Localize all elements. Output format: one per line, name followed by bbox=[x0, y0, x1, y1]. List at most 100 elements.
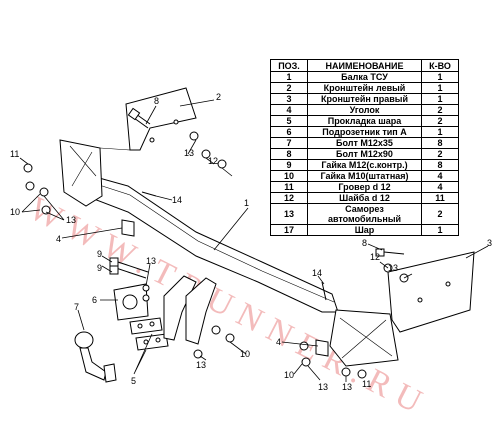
part-quantity: 1 bbox=[421, 82, 459, 94]
callout-11a: 11 bbox=[10, 149, 19, 159]
part-position: 13 bbox=[270, 203, 308, 225]
part-name: Уголок bbox=[307, 104, 422, 116]
part-quantity: 4 bbox=[421, 181, 459, 193]
part-name: Подрозетник тип А bbox=[307, 126, 422, 138]
part-name: Шайба d 12 bbox=[307, 192, 422, 204]
callout-7: 7 bbox=[74, 302, 79, 312]
parts-table-header-row: ПОЗ. НАИМЕНОВАНИЕ К-ВО bbox=[270, 59, 459, 72]
right-bracket-part-3 bbox=[329, 251, 475, 367]
ball-spacer-part-5 bbox=[129, 317, 169, 351]
part-position: 11 bbox=[270, 181, 308, 193]
part-name: Кронштейн правый bbox=[307, 93, 422, 105]
part-position: 6 bbox=[270, 126, 308, 138]
part-quantity: 2 bbox=[421, 203, 459, 225]
callout-14a: 14 bbox=[172, 195, 182, 205]
header-quantity: К-ВО bbox=[421, 59, 459, 72]
callout-11b: 11 bbox=[362, 379, 371, 389]
part-position: 3 bbox=[270, 93, 308, 105]
callout-13a: 13 bbox=[184, 148, 194, 158]
part-position: 8 bbox=[270, 148, 308, 160]
part-name: Саморез автомобильный bbox=[307, 203, 422, 225]
part-quantity: 1 bbox=[421, 224, 459, 236]
leader-lines bbox=[19, 99, 489, 382]
tow-ball-part-17 bbox=[74, 331, 117, 383]
callout-13b: 13 bbox=[66, 215, 76, 225]
mount-plates bbox=[163, 275, 217, 345]
callout-10b: 10 bbox=[240, 349, 250, 359]
bolt-part-8 bbox=[127, 107, 405, 257]
beam-part-1 bbox=[85, 175, 339, 313]
part-name: Болт М12х90 bbox=[307, 148, 422, 160]
callout-6: 6 bbox=[92, 295, 97, 305]
part-position: 1 bbox=[270, 71, 308, 83]
callout-2: 2 bbox=[216, 92, 221, 102]
callout-10c: 10 bbox=[284, 370, 294, 380]
header-name: НАИМЕНОВАНИЕ bbox=[307, 59, 422, 72]
part-quantity: 2 bbox=[421, 148, 459, 160]
callout-13e: 13 bbox=[196, 360, 206, 370]
callout-5: 5 bbox=[131, 376, 136, 386]
callout-13c: 13 bbox=[146, 256, 156, 266]
header-position: ПОЗ. bbox=[270, 59, 308, 72]
callout-4b: 4 bbox=[276, 337, 281, 347]
part-quantity: 8 bbox=[421, 159, 459, 171]
left-bracket-part-2 bbox=[59, 87, 197, 207]
part-name: Гайка М10(штатная) bbox=[307, 170, 422, 182]
callout-10a: 10 bbox=[10, 207, 20, 217]
callout-4a: 4 bbox=[56, 234, 61, 244]
callout-12b: 12 bbox=[370, 252, 380, 262]
part-name: Балка ТСУ bbox=[307, 71, 422, 83]
part-quantity: 11 bbox=[421, 192, 459, 204]
part-name: Прокладка шара bbox=[307, 115, 422, 127]
callout-9b: 9 bbox=[97, 263, 102, 273]
socket-plate-part-6 bbox=[113, 283, 149, 321]
part-name: Шар bbox=[307, 224, 422, 236]
part-name: Кронштейн левый bbox=[307, 82, 422, 94]
bolt-part-9 bbox=[109, 257, 149, 279]
part-quantity: 1 bbox=[421, 93, 459, 105]
callout-8b: 8 bbox=[362, 238, 367, 248]
callouts: 1 2 3 4 4 5 6 7 8 8 9 9 10 10 10 11 11 1… bbox=[10, 92, 492, 392]
screw-part-14 bbox=[141, 191, 327, 301]
callout-3: 3 bbox=[487, 238, 492, 248]
callout-13f: 13 bbox=[342, 382, 352, 392]
part-quantity: 1 bbox=[421, 71, 459, 83]
callout-13g: 13 bbox=[318, 382, 328, 392]
part-name: Болт М12х35 bbox=[307, 137, 422, 149]
callout-13d: 13 bbox=[388, 263, 398, 273]
callout-8a: 8 bbox=[154, 96, 159, 106]
fasteners bbox=[23, 131, 409, 379]
part-name: Гайка М12(с.контр.) bbox=[307, 159, 422, 171]
part-position: 2 bbox=[270, 82, 308, 94]
part-position: 5 bbox=[270, 115, 308, 127]
part-quantity: 8 bbox=[421, 137, 459, 149]
part-position: 12 bbox=[270, 192, 308, 204]
part-quantity: 1 bbox=[421, 126, 459, 138]
callout-12a: 12 bbox=[208, 156, 218, 166]
part-position: 7 bbox=[270, 137, 308, 149]
callout-1: 1 bbox=[244, 198, 249, 208]
part-position: 4 bbox=[270, 104, 308, 116]
part-position: 17 bbox=[270, 224, 308, 236]
part-name: Гровер d 12 bbox=[307, 181, 422, 193]
callout-14b: 14 bbox=[312, 268, 322, 278]
part-position: 9 bbox=[270, 159, 308, 171]
part-position: 10 bbox=[270, 170, 308, 182]
part-quantity: 2 bbox=[421, 104, 459, 116]
